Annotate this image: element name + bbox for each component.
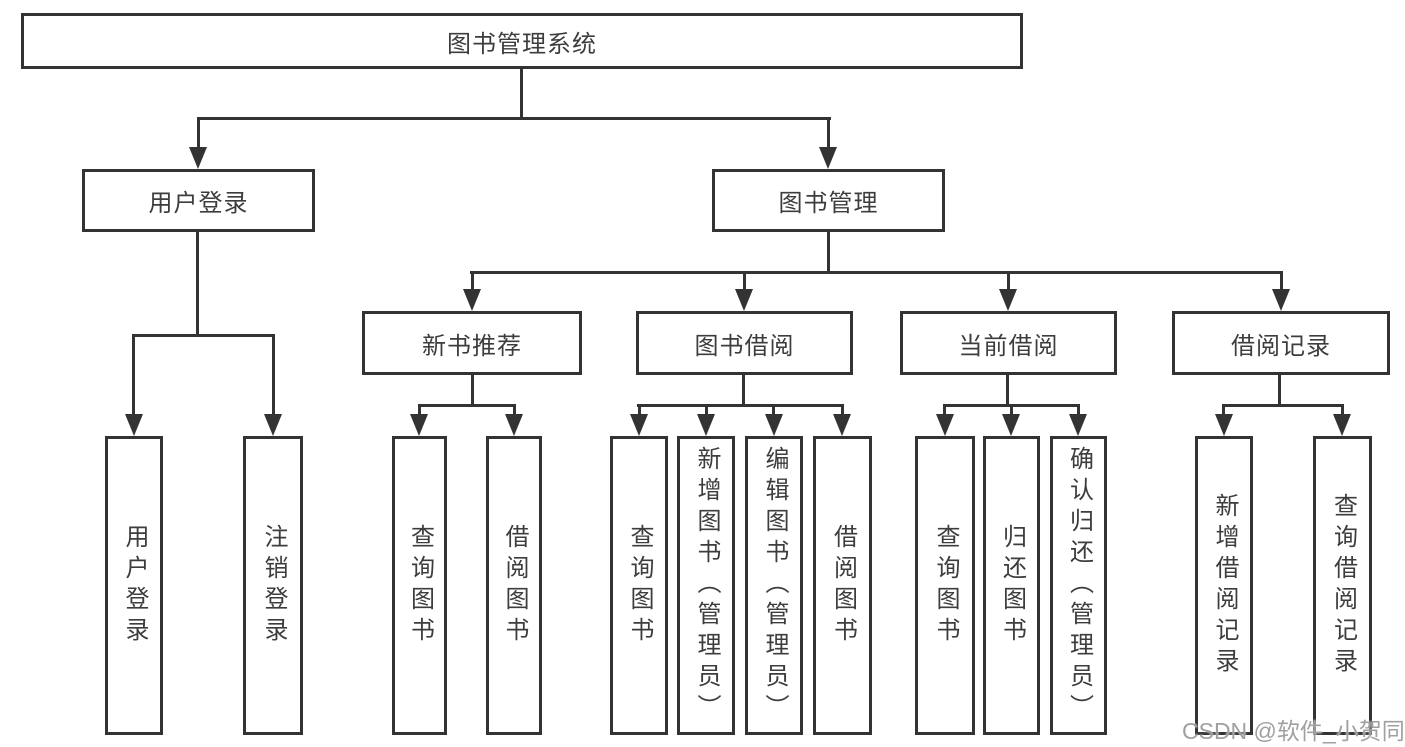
connector-line	[1278, 375, 1281, 406]
connector-line	[1010, 404, 1013, 414]
connector-line	[132, 334, 275, 337]
connector-line	[827, 117, 830, 147]
connector-line	[418, 404, 516, 407]
connector-line	[742, 375, 745, 406]
node-label: 借阅图书	[829, 523, 857, 648]
node-label: 图书借阅	[694, 332, 795, 360]
connector-line	[1222, 404, 1225, 414]
arrow-down-icon	[463, 289, 481, 311]
connector-line	[197, 117, 200, 147]
arrow-down-icon	[630, 414, 648, 436]
node-label: 新书推荐	[422, 332, 522, 360]
node-label: 图书管理系统	[447, 30, 597, 58]
node-label: 查询图书	[406, 523, 434, 648]
arrow-down-icon	[1333, 414, 1351, 436]
arrow-down-icon	[505, 414, 523, 436]
connector-line	[841, 404, 844, 414]
node-new-book-recommend: 新书推荐	[362, 311, 582, 375]
connector-line	[1280, 271, 1283, 289]
node-label: 新增图书（管理员）	[693, 446, 720, 725]
connector-line	[638, 404, 641, 414]
node-label: 查询图书	[626, 523, 653, 648]
node-label: 查询图书	[932, 523, 959, 648]
connector-line	[132, 334, 135, 414]
node-label: 用户登录	[148, 190, 249, 217]
arrow-down-icon	[999, 289, 1017, 311]
connector-line	[471, 375, 474, 406]
leaf-query-books-current: 查询图书	[915, 436, 975, 735]
node-label: 查询借阅记录	[1329, 492, 1357, 679]
connector-line	[197, 117, 831, 120]
leaf-borrow-books-borrowing: 借阅图书	[813, 436, 872, 735]
node-user-login: 用户登录	[82, 169, 315, 232]
node-label: 用户登录	[121, 523, 148, 648]
leaf-confirm-return-admin: 确认归还（管理员）	[1050, 436, 1107, 735]
leaf-add-books-admin: 新增图书（管理员）	[677, 436, 735, 735]
connector-line	[1006, 375, 1009, 406]
arrow-down-icon	[1272, 289, 1290, 311]
connector-line	[705, 404, 708, 414]
connector-line	[1077, 404, 1080, 414]
connector-line	[943, 404, 946, 414]
leaf-logout: 注销登录	[243, 436, 303, 735]
leaf-query-books-recommend: 查询图书	[392, 436, 447, 735]
node-label: 借阅图书	[501, 523, 528, 648]
watermark: CSDN @软件_小贺同学	[1182, 718, 1405, 744]
arrow-down-icon	[735, 289, 753, 311]
leaf-user-login: 用户登录	[105, 436, 163, 735]
arrow-down-icon	[1002, 414, 1020, 436]
arrow-down-icon	[1069, 414, 1087, 436]
connector-line	[1341, 404, 1344, 414]
arrow-down-icon	[697, 414, 715, 436]
node-label: 当前借阅	[958, 332, 1059, 360]
connector-line	[196, 232, 199, 337]
connector-line	[827, 232, 830, 274]
node-current-borrowing: 当前借阅	[900, 311, 1117, 375]
node-borrow-records: 借阅记录	[1172, 311, 1390, 375]
connector-line	[637, 404, 844, 407]
connector-line	[1007, 271, 1010, 289]
connector-line	[772, 404, 775, 414]
connector-line	[520, 69, 523, 119]
connector-line	[513, 404, 516, 414]
leaf-add-borrow-record: 新增借阅记录	[1195, 436, 1253, 735]
node-label: 归还图书	[998, 523, 1026, 648]
node-label: 借阅记录	[1231, 332, 1331, 360]
arrow-down-icon	[936, 414, 954, 436]
node-book-borrowing: 图书借阅	[636, 311, 853, 375]
arrow-down-icon	[833, 414, 851, 436]
node-label: 编辑图书（管理员）	[761, 446, 788, 725]
arrow-down-icon	[1215, 414, 1233, 436]
node-book-management: 图书管理	[712, 169, 945, 232]
connector-line	[470, 271, 1283, 274]
connector-line	[471, 271, 474, 289]
connector-line	[272, 334, 275, 414]
node-label: 确认归还（管理员）	[1065, 446, 1093, 725]
connector-line	[1222, 404, 1344, 407]
node-library-system: 图书管理系统	[21, 13, 1023, 69]
node-label: 新增借阅记录	[1211, 492, 1238, 679]
node-label: 注销登录	[260, 523, 287, 648]
arrow-down-icon	[264, 414, 282, 436]
leaf-return-books: 归还图书	[983, 436, 1040, 735]
arrow-down-icon	[819, 147, 837, 169]
connector-line	[743, 271, 746, 289]
arrow-down-icon	[189, 147, 207, 169]
arrow-down-icon	[765, 414, 783, 436]
connector-line	[418, 404, 421, 414]
leaf-query-books-borrowing: 查询图书	[610, 436, 668, 735]
leaf-borrow-books-recommend: 借阅图书	[486, 436, 542, 735]
leaf-edit-books-admin: 编辑图书（管理员）	[745, 436, 803, 735]
arrow-down-icon	[125, 414, 143, 436]
node-label: 图书管理	[778, 190, 879, 217]
arrow-down-icon	[410, 414, 428, 436]
leaf-query-borrow-record: 查询借阅记录	[1313, 436, 1372, 735]
